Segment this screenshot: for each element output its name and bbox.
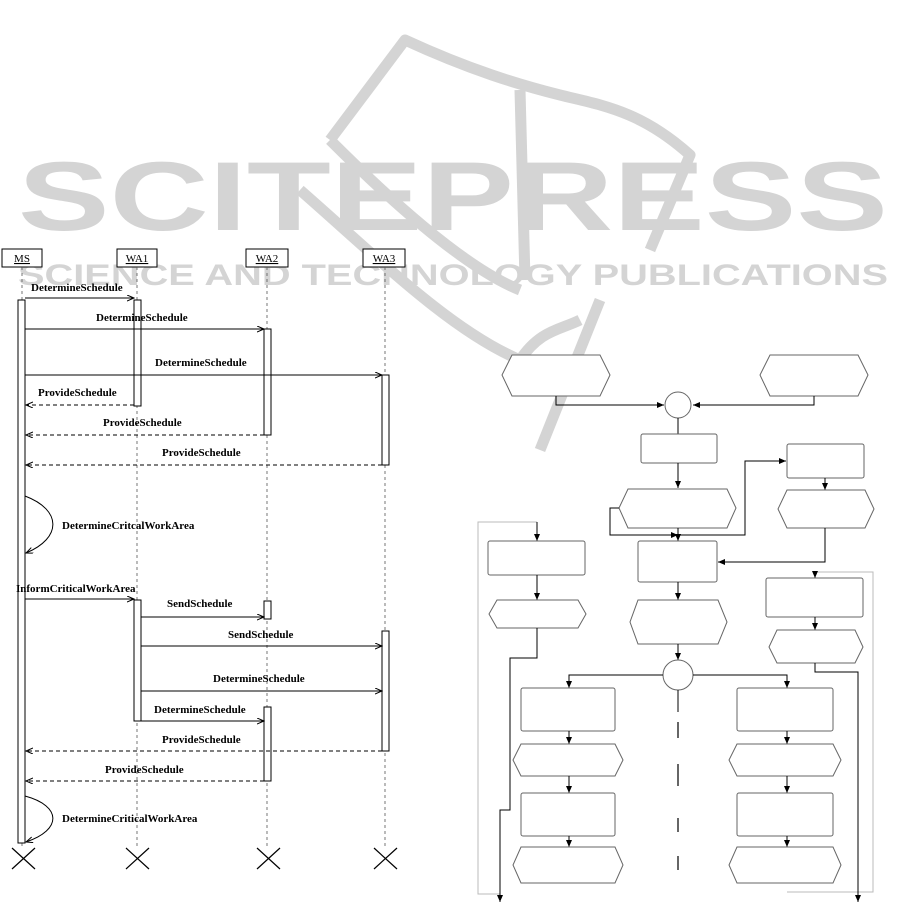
right-frame xyxy=(787,571,874,893)
message-7-self: DetermineCritcalWorkArea xyxy=(24,495,195,553)
rect-center-2 xyxy=(637,540,718,583)
hex-right-1 xyxy=(777,489,875,529)
rect-right-1 xyxy=(786,443,865,479)
hex-lower-right-1 xyxy=(728,743,842,777)
rect-lower-right-1 xyxy=(736,687,834,732)
place-circle-top xyxy=(664,391,692,419)
message-label-2: DetermineSchedule xyxy=(96,312,188,324)
activation-wa1-2 xyxy=(133,599,142,722)
message-9: SendSchedule xyxy=(141,598,264,617)
message-label-12: DetermineSchedule xyxy=(154,704,246,716)
activation-wa3-2 xyxy=(381,630,390,752)
message-10: SendSchedule xyxy=(141,629,382,646)
activation-wa2-2 xyxy=(263,600,272,620)
message-11: DetermineSchedule xyxy=(141,673,382,691)
destroy-mark-ms xyxy=(11,847,36,870)
message-8: InformCriticalWorkArea xyxy=(16,583,136,599)
object-wa3: WA3 xyxy=(362,248,406,268)
message-label-11: DetermineSchedule xyxy=(213,673,305,685)
activation-wa1-1 xyxy=(133,299,142,407)
activation-wa3-1 xyxy=(381,374,390,466)
message-label-10: SendSchedule xyxy=(228,629,294,641)
destroy-mark-wa3 xyxy=(373,847,398,870)
rect-right-2 xyxy=(765,577,864,618)
destroy-mark-wa2 xyxy=(256,847,281,870)
left-frame xyxy=(477,521,537,895)
rect-left-1 xyxy=(487,540,586,576)
message-1: DetermineSchedule xyxy=(25,282,134,298)
message-3: DetermineSchedule xyxy=(25,357,382,375)
rect-lower-right-2 xyxy=(736,792,834,837)
message-15-self: DetermineCriticalWorkArea xyxy=(25,795,198,842)
activation-wa2-1 xyxy=(263,328,272,436)
watermark-name: SCITEPRESS xyxy=(18,141,888,251)
object-label-ms: MS xyxy=(14,253,30,265)
message-label-1: DetermineSchedule xyxy=(31,282,123,294)
message-label-9: SendSchedule xyxy=(167,598,233,610)
message-label-3: DetermineSchedule xyxy=(155,357,247,369)
hex-right-2 xyxy=(768,629,864,664)
scitepress-watermark: SCITEPRESS SCIENCE AND TECHNOLOGY PUBLIC… xyxy=(18,34,888,453)
message-label-15: DetermineCriticalWorkArea xyxy=(62,813,198,825)
rect-center-1 xyxy=(640,433,718,464)
message-label-13: ProvideSchedule xyxy=(162,734,241,746)
hex-center-1 xyxy=(618,488,737,529)
object-wa1: WA1 xyxy=(116,248,158,268)
object-label-wa1: WA1 xyxy=(126,253,149,265)
activation-ms xyxy=(17,299,26,844)
hex-top-right xyxy=(759,354,869,397)
hex-lower-left-2 xyxy=(512,846,624,884)
object-label-wa2: WA2 xyxy=(256,253,279,265)
object-ms: MS xyxy=(1,248,43,268)
message-label-7: DetermineCritcalWorkArea xyxy=(62,520,195,532)
message-label-5: ProvideSchedule xyxy=(103,417,182,429)
message-label-8: InformCriticalWorkArea xyxy=(16,583,136,595)
message-4: ProvideSchedule xyxy=(26,387,134,405)
watermark-tagline: SCIENCE AND TECHNOLOGY PUBLICATIONS xyxy=(18,259,888,292)
hex-top-left xyxy=(501,354,611,397)
destroy-mark-wa1 xyxy=(125,847,150,870)
rect-lower-left-1 xyxy=(520,687,616,732)
message-label-6: ProvideSchedule xyxy=(162,447,241,459)
message-13: ProvideSchedule xyxy=(26,734,382,751)
hex-left-1 xyxy=(488,599,587,629)
hex-lower-right-2 xyxy=(728,846,842,884)
activation-wa2-3 xyxy=(263,706,272,782)
message-label-4: ProvideSchedule xyxy=(38,387,117,399)
message-label-14: ProvideSchedule xyxy=(105,764,184,776)
object-label-wa3: WA3 xyxy=(373,253,396,265)
rect-lower-left-2 xyxy=(520,792,616,837)
message-6: ProvideSchedule xyxy=(26,447,382,465)
hex-lower-left-1 xyxy=(512,743,624,777)
object-wa2: WA2 xyxy=(245,248,289,268)
message-5: ProvideSchedule xyxy=(26,417,264,435)
message-2: DetermineSchedule xyxy=(25,312,264,329)
flow-diagram xyxy=(477,354,875,902)
place-circle-center xyxy=(662,659,694,691)
message-14: ProvideSchedule xyxy=(26,764,264,781)
hex-center-2 xyxy=(629,599,728,645)
message-12: DetermineSchedule xyxy=(141,704,264,721)
sequence-diagram: MS WA1 WA2 WA3 DetermineSchedule xyxy=(1,248,406,870)
